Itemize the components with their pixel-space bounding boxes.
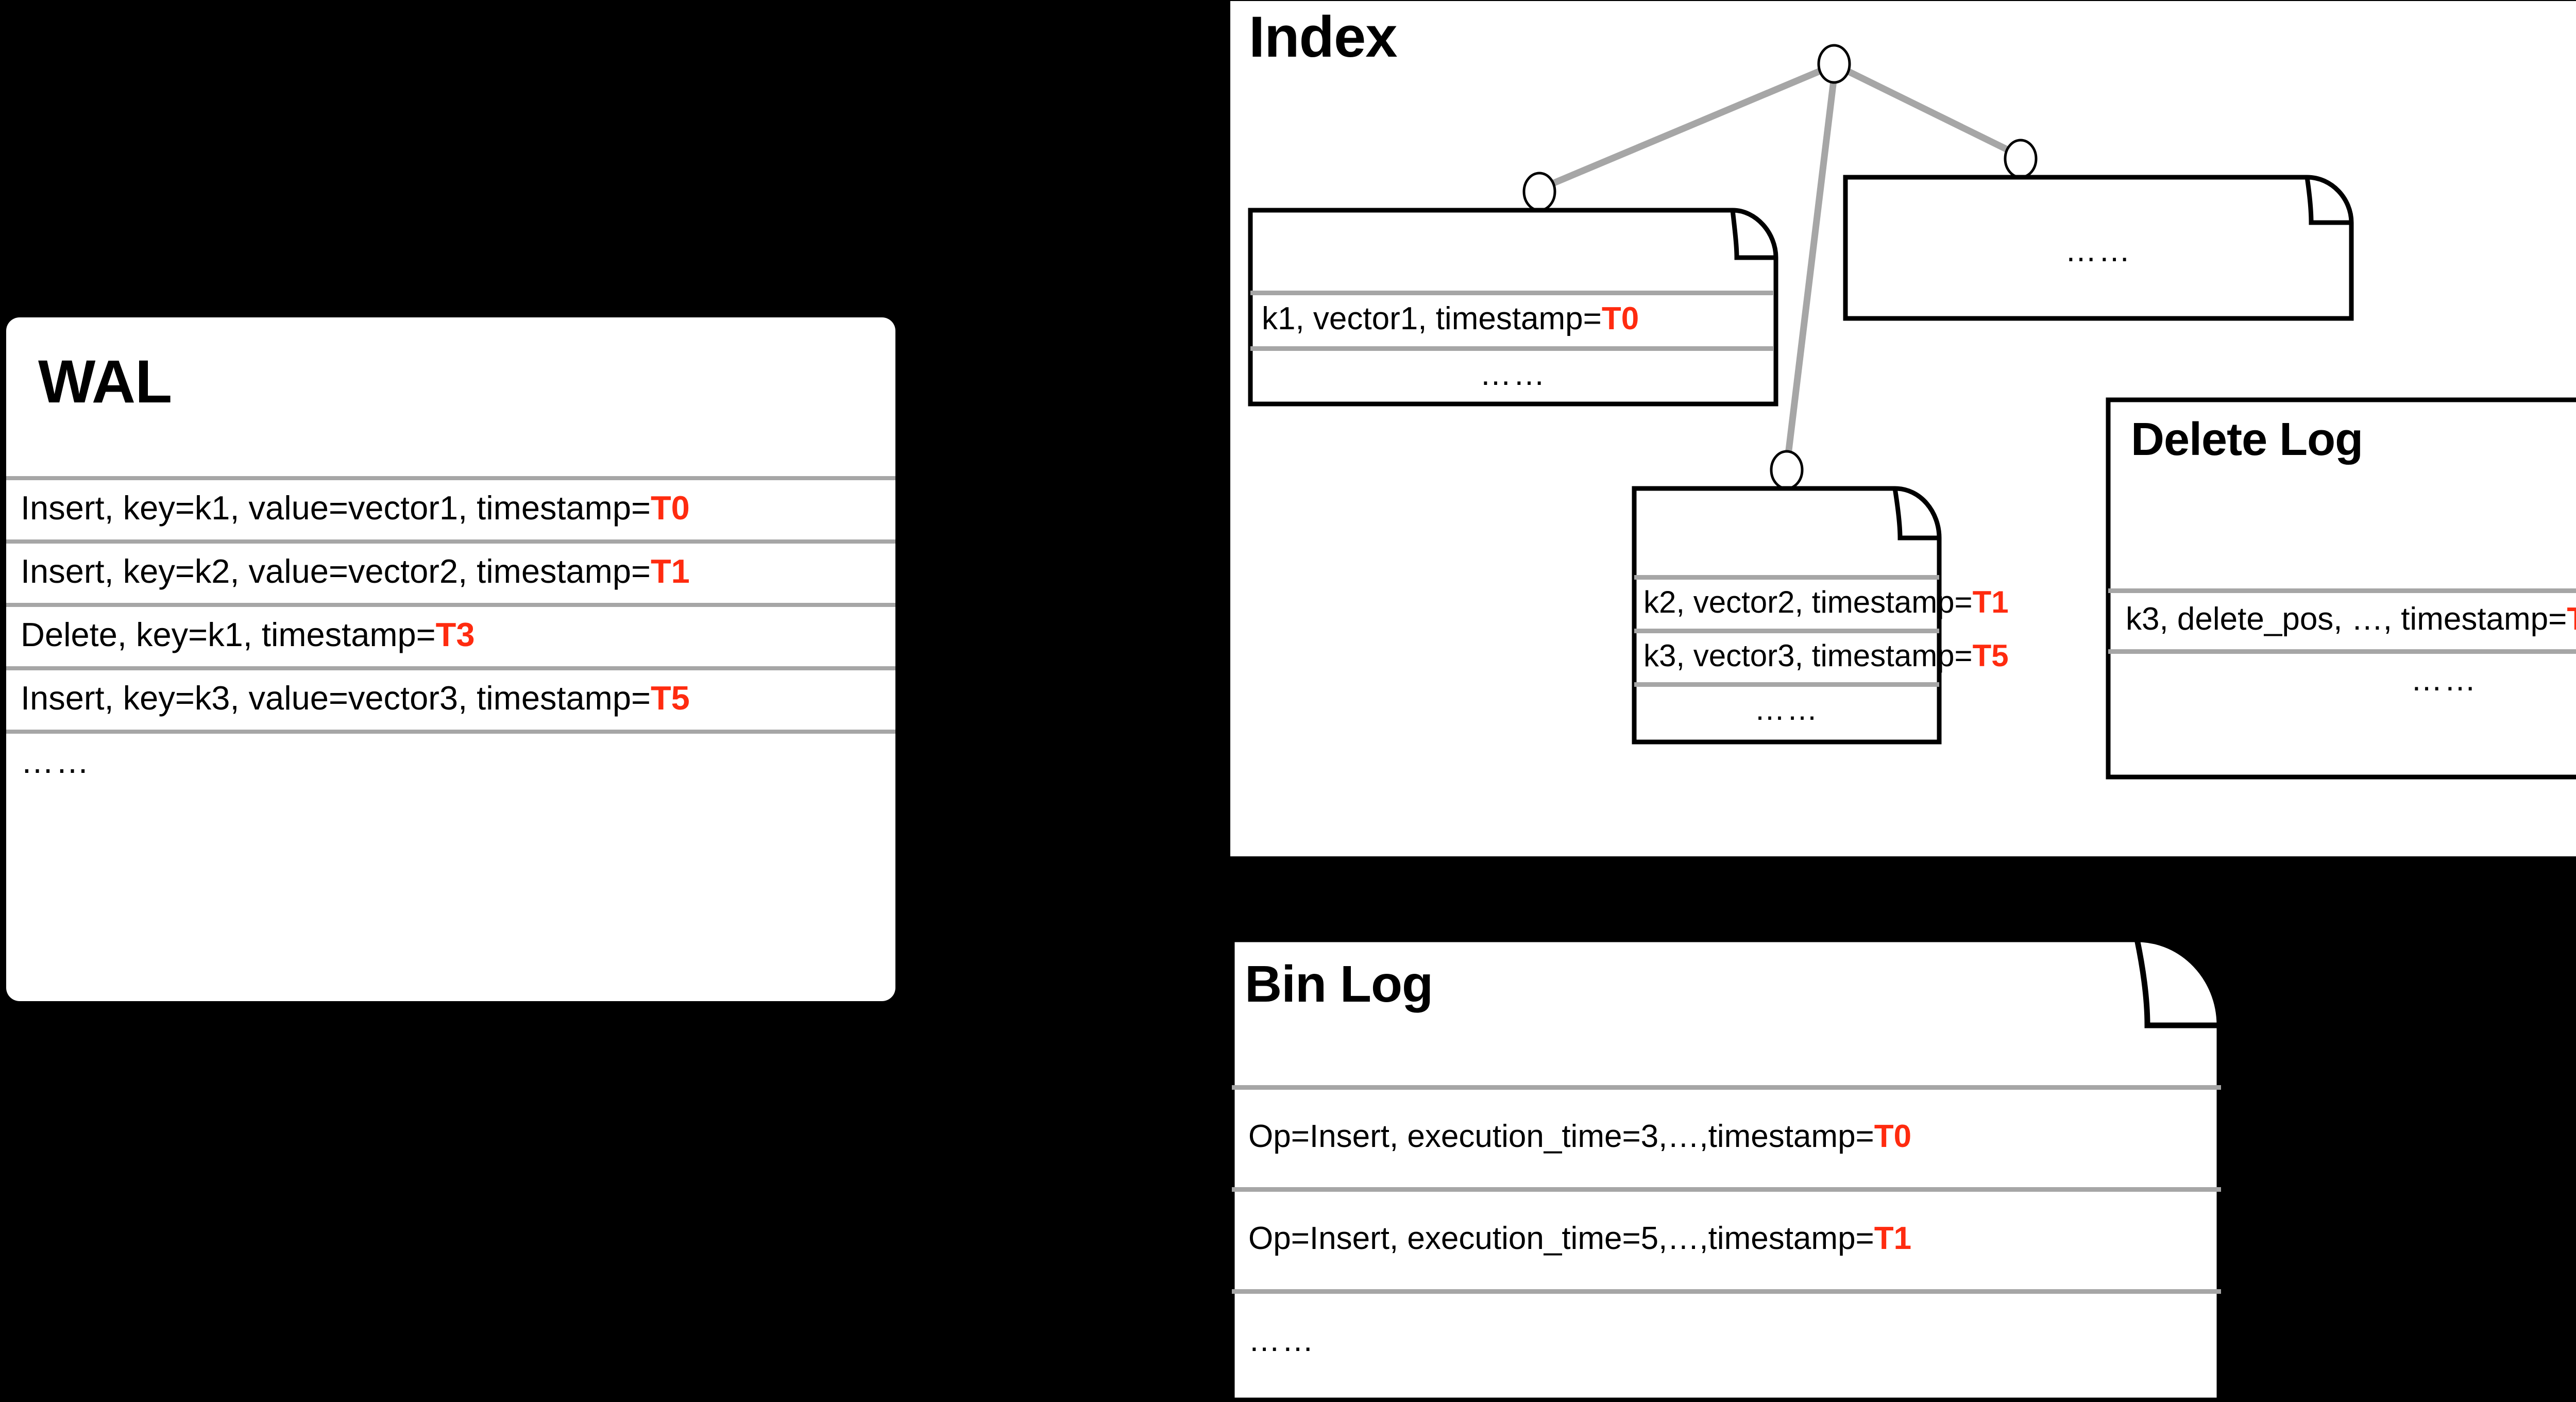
bin-log-card: Bin Log Op=Insert, execution_time=3,…,ti…	[1229, 936, 2224, 1402]
wal-entry-timestamp: T0	[650, 489, 690, 527]
wal-entry-timestamp: T1	[650, 552, 690, 590]
leaf-k1-divider	[1250, 291, 1774, 295]
wal-entry-timestamp: T5	[650, 679, 690, 717]
leaf-row-timestamp: T1	[1972, 584, 2009, 619]
bin-log-entry-text: Op=Insert, execution_time=3,…,timestamp=	[1248, 1118, 1874, 1154]
wal-entry-text: Delete, key=k1, timestamp=	[21, 616, 436, 653]
delete-log-entry-timestamp: T3	[2567, 601, 2576, 637]
delete-log-divider	[2108, 588, 2576, 593]
wal-divider	[6, 476, 895, 480]
wal-entry-text: Insert, key=k2, value=vector2, timestamp…	[21, 552, 651, 590]
wal-entry-text: Insert, key=k1, value=vector1, timestamp…	[21, 489, 651, 527]
delete-log-divider	[2108, 649, 2576, 654]
bin-log-entry-1: Op=Insert, execution_time=5,…,timestamp=…	[1232, 1187, 2221, 1289]
bin-log-entry-text: ……	[1248, 1322, 1315, 1358]
index-leaf-k2k3-row-1: k3, vector3, timestamp=T5	[1634, 629, 2009, 682]
index-leaf-other-row-0: ……	[1845, 225, 2351, 276]
leaf-row-text: ……	[1754, 691, 1819, 727]
bin-log-entry-timestamp: T1	[1874, 1220, 1912, 1256]
wal-title: WAL	[38, 348, 172, 416]
edge-root-to-bottom	[1784, 76, 1838, 459]
left-child-node	[1522, 172, 1556, 212]
leaf-k1-divider	[1250, 346, 1774, 351]
wal-entry-4: ……	[6, 730, 895, 793]
leaf-k2k3-divider	[1634, 575, 1939, 580]
bin-log-divider	[1232, 1289, 2221, 1294]
wal-divider	[6, 730, 895, 734]
bin-log-title: Bin Log	[1245, 955, 1433, 1013]
leaf-k2k3-divider	[1634, 629, 1939, 633]
right-child-node	[2004, 139, 2038, 179]
leaf-row-text: ……	[1480, 356, 1547, 392]
bin-log-entry-0: Op=Insert, execution_time=3,…,timestamp=…	[1232, 1085, 2221, 1187]
wal-divider	[6, 603, 895, 607]
wal-divider	[6, 666, 895, 670]
bin-log-entry-text: Op=Insert, execution_time=5,…,timestamp=	[1248, 1220, 1874, 1256]
index-leaf-card-other: ……	[1843, 175, 2354, 321]
delete-log-entry-text: ……	[2411, 662, 2478, 698]
bin-log-divider	[1232, 1085, 2221, 1090]
dog-ear-fold	[2134, 938, 2219, 1028]
wal-divider	[6, 539, 895, 544]
edge-root-to-right	[1836, 63, 2021, 159]
root-node	[1817, 44, 1851, 84]
leaf-row-text: k1, vector1, timestamp=	[1262, 300, 1602, 336]
wal-panel: WAL Insert, key=k1, value=vector1, times…	[6, 317, 895, 1001]
index-leaf-k1-row-0: k1, vector1, timestamp=T0	[1250, 291, 1776, 346]
wal-entry-1: Insert, key=k2, value=vector2, timestamp…	[6, 539, 895, 603]
delete-log-entry-text: k3, delete_pos, …, timestamp=	[2126, 601, 2567, 637]
delete-log-card: Delete Log k3, delete_pos, …, timestamp=…	[2106, 397, 2576, 780]
leaf-row-timestamp: T5	[1972, 638, 2009, 673]
wal-entry-0: Insert, key=k1, value=vector1, timestamp…	[6, 476, 895, 539]
index-leaf-k2k3-row-2: ……	[1634, 682, 1939, 736]
leaf-row-text: ……	[2065, 232, 2132, 268]
index-leaf-card-k1: k1, vector1, timestamp=T0 ……	[1248, 208, 1778, 407]
leaf-row-timestamp: T0	[1601, 300, 1639, 336]
wal-entry-2: Delete, key=k1, timestamp=T3	[6, 603, 895, 666]
delete-log-entry-0: k3, delete_pos, …, timestamp=T3	[2108, 588, 2576, 649]
index-leaf-k1-row-1: ……	[1250, 346, 1776, 402]
index-leaf-k2k3-row-0: k2, vector2, timestamp=T1	[1634, 575, 2009, 629]
dog-ear-fold	[1730, 210, 1776, 260]
delete-log-title: Delete Log	[2131, 414, 2363, 465]
dog-ear-fold	[2304, 177, 2351, 225]
dog-ear-fold	[1892, 488, 1939, 540]
bin-log-entry-2: ……	[1232, 1289, 2221, 1391]
leaf-row-text: k2, vector2, timestamp=	[1643, 584, 1973, 619]
wal-entry-text: Insert, key=k3, value=vector3, timestamp…	[21, 679, 651, 717]
edge-root-to-left	[1539, 63, 1834, 192]
bin-log-divider	[1232, 1187, 2221, 1192]
index-panel: Index k1, vector1, timestamp	[1230, 1, 2576, 856]
leaf-row-text: k3, vector3, timestamp=	[1643, 638, 1973, 673]
bin-log-entry-timestamp: T0	[1874, 1118, 1912, 1154]
wal-entry-text: ……	[21, 742, 91, 780]
leaf-k2k3-divider	[1634, 682, 1939, 687]
wal-entry-timestamp: T3	[435, 616, 475, 653]
delete-log-entry-1: ……	[2108, 649, 2576, 710]
bottom-child-node	[1770, 450, 1804, 490]
index-title: Index	[1249, 5, 1398, 69]
index-leaf-card-k2k3: k2, vector2, timestamp=T1 k3, vector3, t…	[1632, 486, 2009, 745]
wal-entry-3: Insert, key=k3, value=vector3, timestamp…	[6, 666, 895, 730]
